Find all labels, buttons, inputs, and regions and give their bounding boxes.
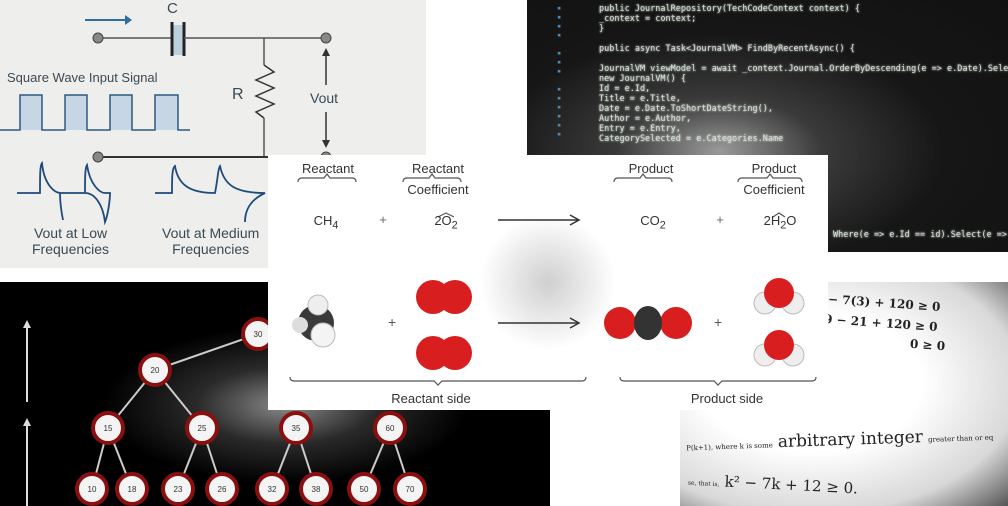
code-line: Author = e.Author, — [599, 114, 692, 124]
tree-node: 50 — [347, 472, 381, 506]
reactant-header: Reactant — [301, 161, 355, 176]
tree-node-value: 30 — [254, 330, 263, 339]
reactant-side-label: Reactant side — [391, 391, 471, 406]
output-terminal — [320, 32, 332, 44]
tree-node-value: 60 — [386, 424, 395, 433]
reactant-coef-line2: Coefficient — [407, 182, 469, 197]
resistor-label: R — [232, 86, 244, 103]
vout-label: Vout — [310, 90, 339, 106]
tree-node: 32 — [255, 472, 289, 506]
medium-freq-line2: Frequencies — [172, 241, 250, 257]
tree-node-value: 20 — [151, 366, 160, 375]
code-line: public JournalRepository(TechCodeContext… — [599, 4, 860, 14]
formula-2h2o: 2H2O — [763, 213, 797, 232]
equation-2: 9 − 21 + 120 ≥ 0 — [823, 312, 939, 334]
chem-drawing: + + — [289, 173, 817, 386]
sentence-prefix: P(k+1), where k is some — [686, 441, 773, 453]
low-freq-label: Vout at Low Frequencies — [32, 225, 109, 257]
low-freq-line2: Frequencies — [32, 241, 110, 257]
code-line: Entry = e.Entry, — [599, 124, 681, 134]
formula-2o2: 2O2 — [434, 213, 458, 232]
capacitor-label: C — [167, 0, 178, 17]
input-terminal — [92, 32, 104, 44]
product-side-label: Product side — [690, 391, 764, 406]
circuit-drawing — [0, 15, 332, 226]
input-signal-label: Square Wave Input Signal — [7, 70, 158, 85]
tree-node-value: 10 — [88, 485, 97, 494]
sentence: P(k+1), where k is some arbitrary intege… — [686, 425, 994, 456]
equation-3: 0 ≥ 0 — [909, 336, 946, 354]
oxygen-molecule — [416, 280, 472, 370]
medium-freq-label: Vout at Medium Frequencies — [162, 225, 259, 257]
code-line: new JournalVM() { — [599, 74, 686, 84]
plus-sign: + — [714, 314, 722, 330]
code-line: JournalVM viewModel = await _context.Jou… — [599, 64, 1008, 74]
tree-node: 20 — [138, 353, 172, 387]
tree-node-value: 23 — [174, 485, 183, 494]
tree-node-value: 18 — [128, 485, 137, 494]
code-line: Id = e.Id, — [599, 84, 651, 94]
tree-node: 15 — [91, 411, 125, 445]
tree-node: 18 — [115, 472, 149, 506]
code-line: Date = e.Date.ToShortDateString(), — [599, 104, 773, 114]
plus-sign: + — [388, 314, 396, 330]
binary-tree: 30 20 15 25 35 60 10 18 23 26 32 38 50 70 — [23, 317, 427, 506]
code-line: CategorySelected = e.Categories.Name — [599, 134, 784, 144]
equation-1: − 7(3) + 120 ≥ 0 — [827, 292, 941, 314]
tree-node-value: 15 — [104, 424, 113, 433]
plus-sign: + — [716, 212, 724, 227]
product-coefficient-header: Product Coefficient — [743, 161, 804, 197]
plus-sign: + — [379, 212, 387, 227]
product-coef-line2: Coefficient — [743, 182, 805, 197]
product-coef-line1: Product — [751, 161, 797, 176]
medium-freq-line1: Vout at Medium — [162, 225, 260, 241]
arrow-icon — [125, 15, 132, 25]
tree-node-value: 50 — [360, 485, 369, 494]
low-freq-line1: Vout at Low — [33, 225, 108, 241]
tree-node: 70 — [393, 472, 427, 506]
ineq-formula: k² − 7k + 12 ≥ 0. — [724, 472, 859, 498]
formula-ch4: CH4 — [313, 213, 339, 232]
tree-node: 23 — [161, 472, 195, 506]
formula-co2: CO2 — [640, 213, 666, 232]
code-line: _context = context; — [599, 14, 697, 24]
product-header: Product — [628, 161, 674, 176]
tree-edge — [154, 333, 259, 371]
tree-node-value: 70 — [406, 485, 415, 494]
tree-node: 38 — [299, 472, 333, 506]
tree-node-value: 32 — [268, 485, 277, 494]
methane-molecule — [292, 294, 336, 348]
sentence-emphasis: arbitrary integer — [777, 427, 924, 453]
inequality: se, that is, k² − 7k + 12 ≥ 0. — [687, 470, 859, 498]
code-line: } — [599, 24, 605, 34]
water-molecule — [753, 278, 805, 367]
tree-node-value: 25 — [198, 424, 207, 433]
tree-node: 26 — [205, 472, 239, 506]
tree-node-value: 26 — [218, 485, 227, 494]
code-line: public async Task<JournalVM> FindByRecen… — [599, 44, 855, 54]
sentence-suffix: greater than or eq — [927, 433, 994, 444]
code-tail-line: Where(e => e.Id == id).Select(e => new — [833, 230, 1008, 240]
carbon-dioxide-molecule — [604, 306, 692, 340]
tree-node: 60 — [373, 411, 407, 445]
tree-node: 25 — [185, 411, 219, 445]
ineq-prefix: se, that is, — [687, 479, 720, 489]
rc-circuit-diagram: C R Vout Square Wave Input Signal Vout a… — [0, 0, 426, 268]
reactant-coefficient-header: Reactant Coefficient — [407, 161, 468, 197]
tree-node-value: 38 — [312, 485, 321, 494]
chemical-reaction-diagram: + + Reactant Reactant Coefficient Produc… — [268, 155, 828, 410]
code-line: Title = e.Title, — [599, 94, 681, 104]
line-gutter: ▪▪▪▪▪▪▪▪▪▪▪▪▪ — [557, 4, 562, 138]
tree-node: 10 — [75, 472, 109, 506]
reactant-coef-line1: Reactant — [411, 161, 465, 176]
tree-node: 35 — [279, 411, 313, 445]
tree-node-value: 35 — [292, 424, 301, 433]
reaction-arrow-icon — [498, 214, 581, 329]
